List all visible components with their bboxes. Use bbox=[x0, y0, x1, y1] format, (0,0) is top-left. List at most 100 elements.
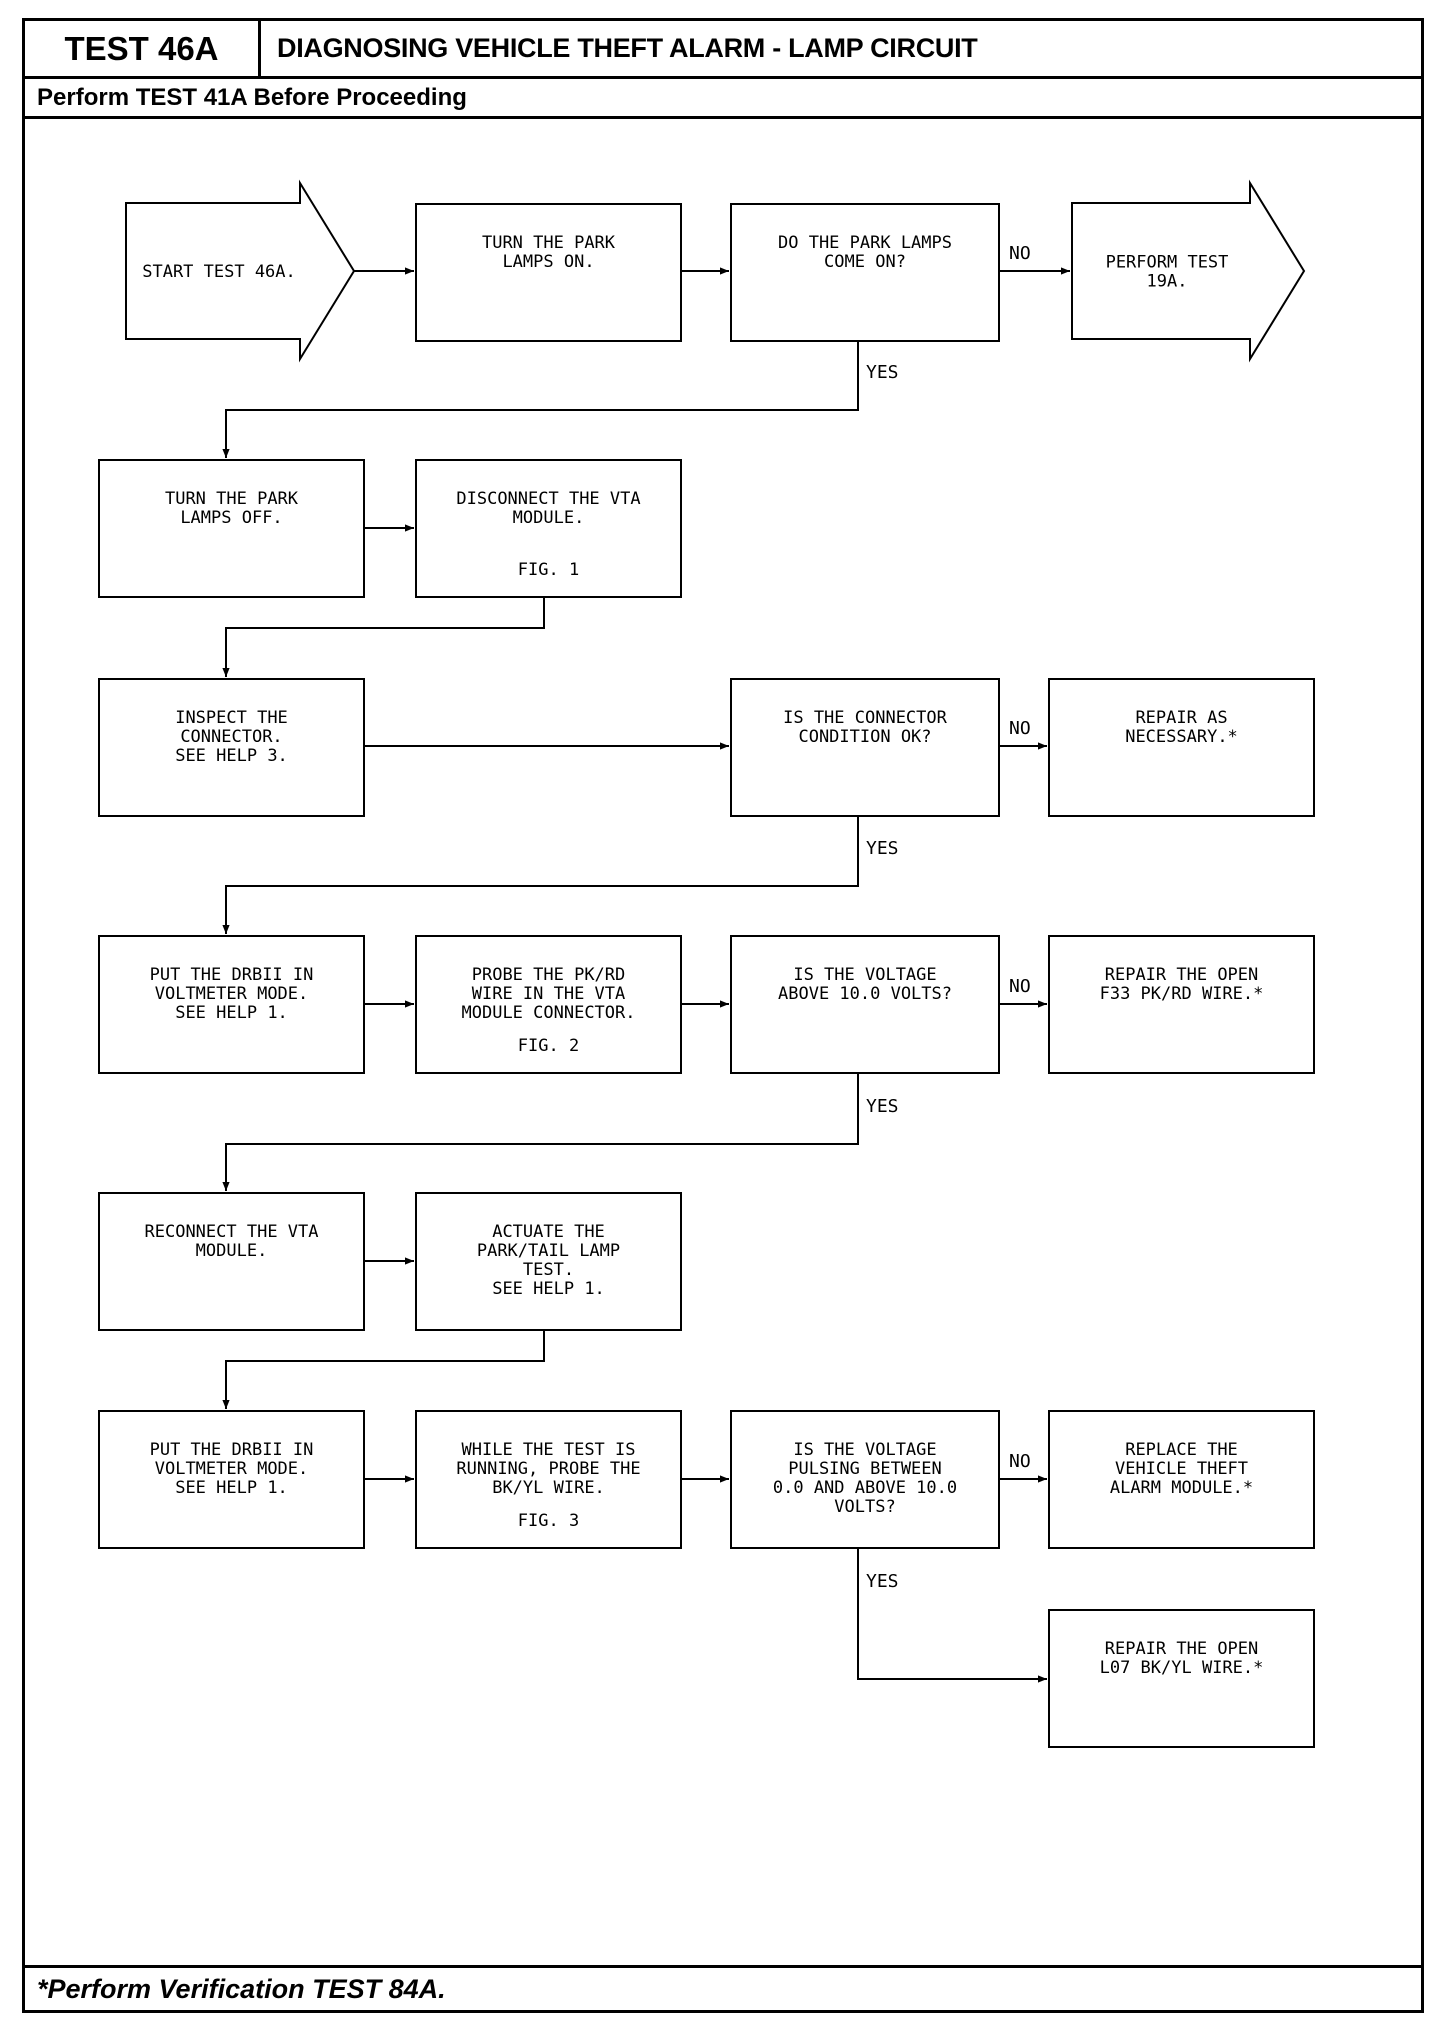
page-title: DIAGNOSING VEHICLE THEFT ALARM - LAMP CI… bbox=[277, 33, 978, 63]
step-text-line: VEHICLE THEFT bbox=[1115, 1459, 1248, 1479]
header-row: TEST 46A DIAGNOSING VEHICLE THEFT ALARM … bbox=[25, 21, 1421, 79]
step-text-line: IS THE VOLTAGE bbox=[793, 1440, 936, 1460]
step-text-line: SEE HELP 1. bbox=[175, 1478, 288, 1498]
prerequisite-note: Perform TEST 41A Before Proceeding bbox=[25, 79, 1421, 119]
step-text-line: WHILE THE TEST IS bbox=[462, 1440, 636, 1460]
yes-label: YES bbox=[866, 1571, 899, 1592]
figure-reference: FIG. 2 bbox=[518, 1036, 579, 1056]
step-text-line: PERFORM TEST bbox=[1106, 253, 1229, 273]
step-box bbox=[98, 1410, 365, 1549]
step-text-line: VOLTMETER MODE. bbox=[155, 984, 309, 1004]
flow-connector bbox=[222, 1330, 545, 1409]
figure-reference: FIG. 1 bbox=[518, 560, 579, 580]
flow-step-start: START TEST 46A. bbox=[125, 179, 356, 363]
step-text-line: TURN THE PARK bbox=[165, 489, 299, 509]
flow-connector bbox=[857, 1548, 1047, 1683]
step-text-line: NECESSARY.* bbox=[1125, 727, 1238, 747]
step-box bbox=[98, 1192, 365, 1331]
step-text-line: LAMPS OFF. bbox=[180, 508, 282, 528]
step-box bbox=[415, 935, 682, 1074]
step-text-line: F33 PK/RD WIRE.* bbox=[1100, 984, 1264, 1004]
step-text-line: CONNECTOR. bbox=[180, 727, 282, 747]
step-text-line: PARK/TAIL LAMP bbox=[477, 1241, 620, 1261]
test-id: TEST 46A bbox=[25, 21, 261, 76]
step-text-line: 0.0 AND ABOVE 10.0 bbox=[773, 1478, 957, 1498]
step-text-line: REPAIR THE OPEN bbox=[1105, 1639, 1259, 1659]
step-text-line: COME ON? bbox=[824, 252, 906, 272]
flow-connector bbox=[222, 341, 859, 458]
flow-connector bbox=[222, 816, 859, 934]
step-box bbox=[730, 935, 1000, 1074]
step-text-line: PUT THE DRBII IN bbox=[150, 1440, 314, 1460]
step-text-line: TURN THE PARK bbox=[482, 233, 616, 253]
step-text-line: BK/YL WIRE. bbox=[492, 1478, 605, 1498]
step-text-line: INSPECT THE bbox=[175, 708, 288, 728]
terminal-arrow bbox=[1071, 179, 1306, 363]
step-box bbox=[98, 678, 365, 817]
step-text-line: TEST. bbox=[523, 1260, 574, 1280]
step-text-line: MODULE. bbox=[513, 508, 585, 528]
step-text-line: IS THE VOLTAGE bbox=[793, 965, 936, 985]
step-text-line: MODULE. bbox=[196, 1241, 268, 1261]
step-box bbox=[730, 1410, 1000, 1549]
step-text-line: REPAIR THE OPEN bbox=[1105, 965, 1259, 985]
step-box bbox=[98, 459, 365, 598]
step-box bbox=[730, 203, 1000, 342]
step-text-line: ABOVE 10.0 VOLTS? bbox=[778, 984, 952, 1004]
no-label: NO bbox=[1009, 718, 1031, 739]
step-text-line: SEE HELP 3. bbox=[175, 746, 288, 766]
step-text-line: VOLTMETER MODE. bbox=[155, 1459, 309, 1479]
step-text-line: SEE HELP 1. bbox=[175, 1003, 288, 1023]
step-box bbox=[1048, 935, 1315, 1074]
yes-label: YES bbox=[866, 362, 899, 383]
footer-note: *Perform Verification TEST 84A. bbox=[25, 1965, 1421, 2010]
step-text-line: PUT THE DRBII IN bbox=[150, 965, 314, 985]
step-box bbox=[1048, 1609, 1315, 1748]
step-text-line: RECONNECT THE VTA bbox=[145, 1222, 319, 1242]
step-text-line: CONDITION OK? bbox=[798, 727, 931, 747]
step-box bbox=[98, 935, 365, 1074]
no-label: NO bbox=[1009, 243, 1031, 264]
step-text-line: IS THE CONNECTOR bbox=[783, 708, 948, 728]
step-text-line: ALARM MODULE.* bbox=[1110, 1478, 1253, 1498]
yes-label: YES bbox=[866, 1096, 899, 1117]
step-text-line: REPAIR AS bbox=[1135, 708, 1227, 728]
step-box bbox=[415, 1192, 682, 1331]
step-box bbox=[415, 1410, 682, 1549]
step-text-line: LAMPS ON. bbox=[502, 252, 594, 272]
step-text-line: MODULE CONNECTOR. bbox=[462, 1003, 636, 1023]
step-text-line: 19A. bbox=[1147, 272, 1188, 292]
no-label: NO bbox=[1009, 976, 1031, 997]
step-text-line: VOLTS? bbox=[834, 1497, 895, 1517]
step-text-line: DISCONNECT THE VTA bbox=[456, 489, 640, 509]
step-box bbox=[415, 459, 682, 598]
step-text-line: SEE HELP 1. bbox=[492, 1279, 605, 1299]
step-box bbox=[1048, 1410, 1315, 1549]
flow-connector bbox=[222, 597, 545, 677]
step-text-line: PROBE THE PK/RD bbox=[472, 965, 626, 985]
step-text-line: REPLACE THE bbox=[1125, 1440, 1238, 1460]
step-text-line: PULSING BETWEEN bbox=[788, 1459, 942, 1479]
no-label: NO bbox=[1009, 1451, 1031, 1472]
step-box bbox=[415, 203, 682, 342]
